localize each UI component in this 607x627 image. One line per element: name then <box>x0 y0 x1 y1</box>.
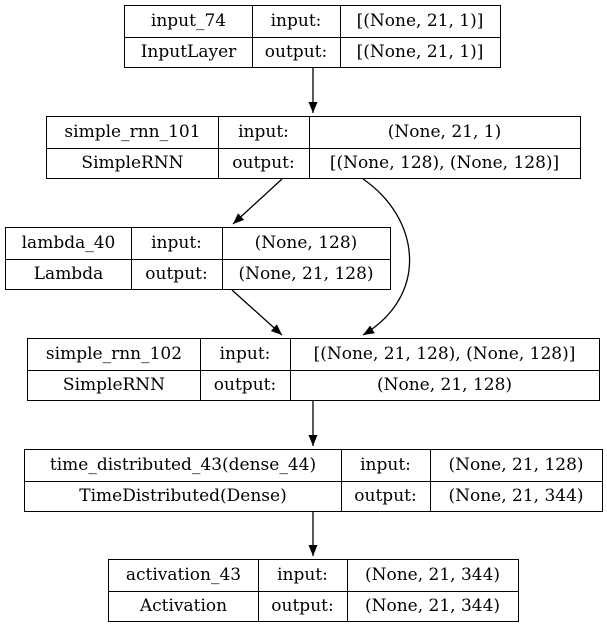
node-time-distributed-43: time_distributed_43(dense_44) TimeDistri… <box>24 449 603 512</box>
input-shape: [(None, 21, 1)] <box>356 11 484 31</box>
edge-simple_rnn_101-to-simple_rnn_102 <box>362 178 411 336</box>
layer-class: SimpleRNN <box>81 153 184 173</box>
layer-name: lambda_40 <box>21 233 116 253</box>
layer-name: simple_rnn_102 <box>45 344 183 364</box>
output-shape: (None, 21, 344) <box>364 596 501 616</box>
edge-simple_rnn_101-to-lambda_40 <box>232 178 283 225</box>
output-shape: (None, 21, 128) <box>238 264 374 284</box>
layer-name: simple_rnn_101 <box>64 122 201 142</box>
output-shape: (None, 21, 344) <box>448 486 584 506</box>
layer-class: InputLayer <box>140 42 237 62</box>
node-simple-rnn-101: simple_rnn_101 SimpleRNN input: output: … <box>46 116 581 179</box>
input-label: input: <box>238 122 289 142</box>
input-shape: (None, 128) <box>254 233 358 253</box>
input-shape: (None, 21, 128) <box>448 455 584 475</box>
node-lambda-40: lambda_40 Lambda input: output: (None, 1… <box>5 227 391 290</box>
input-label: input: <box>270 11 322 31</box>
layer-name: time_distributed_43(dense_44) <box>49 455 317 475</box>
input-label: input: <box>219 344 271 364</box>
layer-name: activation_43 <box>125 565 242 585</box>
layer-class: SimpleRNN <box>62 375 166 395</box>
edge-lambda_40-to-simple_rnn_102 <box>231 289 283 336</box>
output-shape: [(None, 128), (None, 128)] <box>329 153 560 173</box>
layer-class: Lambda <box>33 264 104 284</box>
output-label: output: <box>271 596 334 616</box>
node-input-74: input_74 InputLayer input: output: [(Non… <box>124 5 501 68</box>
output-label: output: <box>354 486 417 506</box>
output-label: output: <box>264 42 328 62</box>
output-label: output: <box>213 375 277 395</box>
output-shape: [(None, 21, 1)] <box>356 42 484 62</box>
input-label: input: <box>360 455 411 475</box>
layer-class: Activation <box>139 596 228 616</box>
output-label: output: <box>232 153 295 173</box>
output-label: output: <box>145 264 208 284</box>
input-shape: (None, 21, 344) <box>364 565 501 585</box>
input-label: input: <box>277 565 328 585</box>
output-shape: (None, 21, 128) <box>376 375 513 395</box>
node-simple-rnn-102: simple_rnn_102 SimpleRNN input: output: … <box>27 338 600 401</box>
input-shape: (None, 21, 1) <box>387 122 502 142</box>
layer-class: TimeDistributed(Dense) <box>79 486 287 506</box>
layer-name: input_74 <box>150 11 227 31</box>
input-shape: [(None, 21, 128), (None, 128)] <box>313 344 576 364</box>
node-activation-43: activation_43 Activation input: output: … <box>108 559 519 622</box>
input-label: input: <box>151 233 202 253</box>
